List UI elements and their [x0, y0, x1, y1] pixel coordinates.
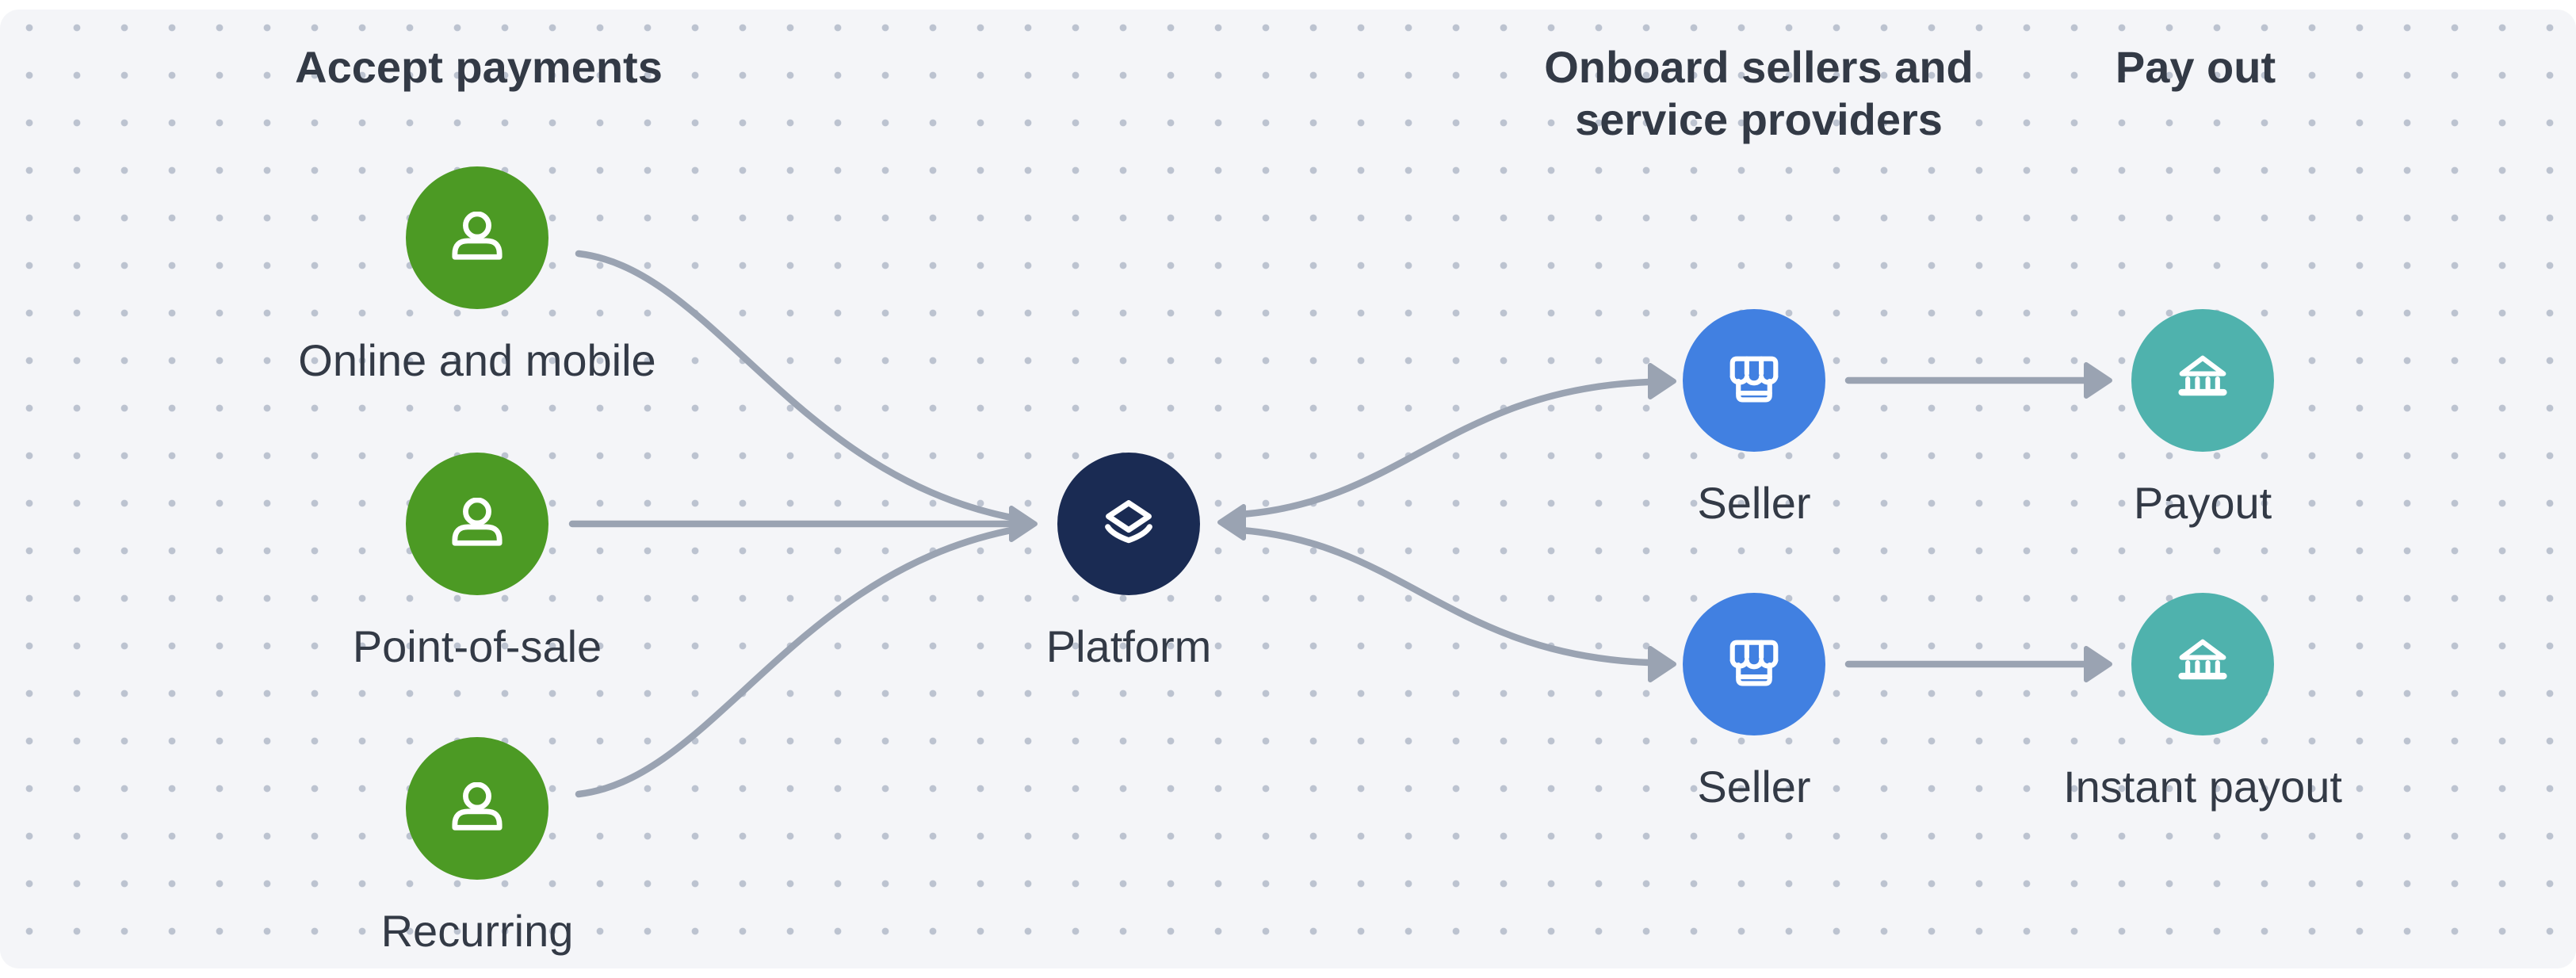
arrow-recurring-to-platform	[575, 525, 1019, 798]
node-label-online-and-mobile: Online and mobile	[298, 335, 656, 385]
node-label-payout: Payout	[2133, 478, 2272, 528]
node-payout: Payout	[2131, 309, 2274, 528]
node-label-platform: Platform	[1045, 621, 1212, 671]
arrowhead-into-seller-top	[1648, 363, 1676, 399]
arrowhead-into-platform	[1009, 506, 1038, 542]
arrow-platform-to-seller-bottom	[1237, 526, 1653, 667]
node-seller-bottom: Seller	[1683, 593, 1825, 812]
node-instant-payout: Instant payout	[2063, 593, 2342, 812]
node-label-instant-payout: Instant payout	[2063, 762, 2342, 812]
node-point-of-sale: Point-of-sale	[353, 453, 602, 671]
arrow-online-to-platform	[575, 250, 1019, 522]
node-platform: Platform	[1046, 453, 1211, 671]
node-recurring: Recurring	[381, 737, 573, 956]
node-circle-seller-bottom	[1683, 593, 1825, 735]
storefront-icon	[1729, 640, 1779, 686]
layers-icon	[1105, 500, 1152, 544]
bank-icon	[2178, 639, 2227, 680]
node-label-point-of-sale: Point-of-sale	[352, 621, 602, 671]
column-header-pay-out: Pay out	[2115, 42, 2276, 92]
node-circle-payout	[2131, 309, 2274, 452]
node-label-recurring: Recurring	[380, 906, 574, 956]
column-header-onboard-sellers: Onboard sellers and service providers	[1544, 42, 1974, 144]
node-seller-top: Seller	[1683, 309, 1825, 528]
node-label-seller-top: Seller	[1697, 478, 1811, 528]
arrow-platform-to-seller-top	[1237, 378, 1653, 518]
arrowhead-into-payout	[2084, 362, 2112, 399]
arrowhead-back-to-platform	[1217, 504, 1246, 541]
node-circle-instant-payout	[2131, 593, 2274, 735]
person-icon	[452, 212, 503, 260]
person-icon	[452, 498, 503, 546]
arrowhead-into-instant-payout	[2084, 646, 2112, 682]
node-online-and-mobile: Online and mobile	[298, 166, 656, 385]
node-circle-seller-top	[1683, 309, 1825, 452]
storefront-icon	[1729, 356, 1779, 403]
node-circle-platform	[1057, 453, 1200, 595]
node-circle-point-of-sale	[406, 453, 548, 595]
arrowhead-into-seller-bottom	[1648, 646, 1676, 682]
person-icon	[452, 782, 503, 831]
column-header-accept-payments: Accept payments	[295, 42, 663, 92]
node-label-seller-bottom: Seller	[1697, 762, 1811, 812]
node-circle-recurring	[406, 737, 548, 880]
node-circle-online-and-mobile	[406, 166, 548, 309]
bank-icon	[2178, 355, 2227, 396]
